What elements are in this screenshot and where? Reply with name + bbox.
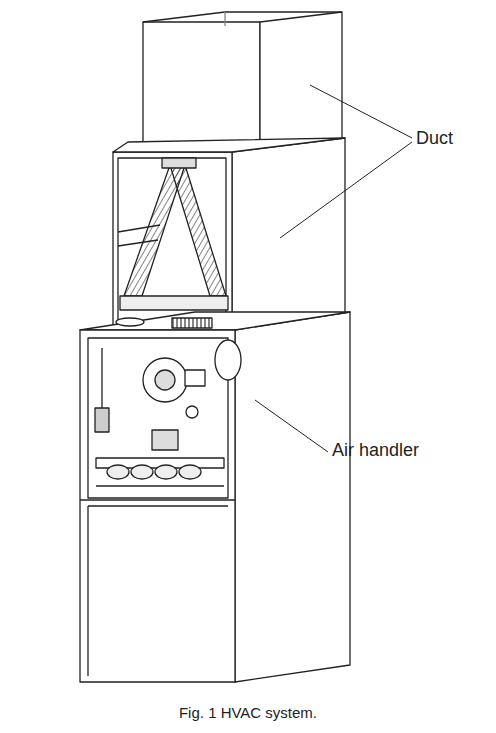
figure-caption: Fig. 1 HVAC system. <box>179 704 317 721</box>
leader-line <box>255 400 328 452</box>
duct-front <box>143 22 260 150</box>
flue-collar <box>116 318 144 326</box>
pressure-switch <box>95 408 109 432</box>
coil-cabinet-top <box>113 138 345 152</box>
lower-door-edge <box>88 505 228 506</box>
coil-top-plate <box>162 158 196 168</box>
wire <box>101 348 102 408</box>
burner <box>107 465 129 479</box>
vent-pipe <box>215 340 241 380</box>
refrigerant-line <box>118 225 160 232</box>
burner <box>131 465 153 479</box>
duct-inner-edge <box>224 12 225 26</box>
drain-pan <box>120 296 228 310</box>
part-label: Duct <box>416 128 453 149</box>
burner <box>179 465 201 479</box>
manifold <box>96 485 224 486</box>
leader-line <box>280 142 412 238</box>
return-grille <box>172 318 212 328</box>
coil-cabinet-side <box>232 138 345 336</box>
panel-divider <box>80 499 235 500</box>
burner <box>155 465 177 479</box>
duct-back-edge <box>143 12 342 22</box>
evaporator-coil-right <box>170 165 226 296</box>
furnace-front <box>80 330 235 682</box>
part-label: Air handler <box>332 440 419 461</box>
leader-line <box>310 85 412 138</box>
inducer-blower <box>143 358 187 402</box>
coil-cabinet-front <box>113 152 232 336</box>
furnace-side <box>235 312 350 682</box>
duct-side <box>260 12 342 150</box>
burners <box>107 465 201 479</box>
inducer-housing <box>185 370 205 386</box>
furnace-top <box>80 312 350 330</box>
refrigerant-line <box>118 240 158 246</box>
upper-compartment <box>88 338 228 498</box>
gas-valve <box>152 430 178 450</box>
inducer-motor <box>155 370 175 390</box>
lower-door-edge <box>87 506 88 676</box>
ignitor <box>186 406 198 418</box>
